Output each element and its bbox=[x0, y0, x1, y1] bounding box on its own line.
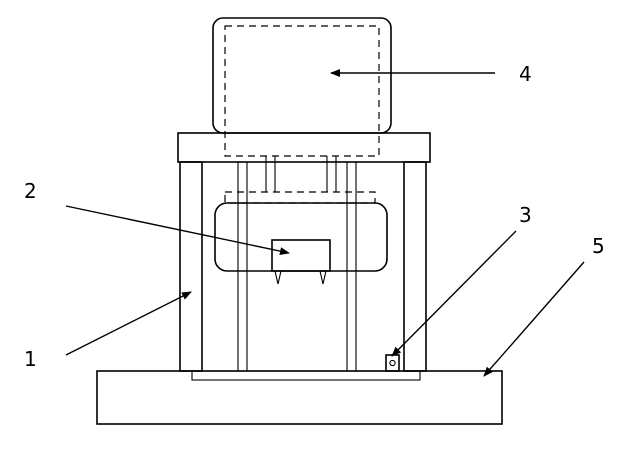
sensor bbox=[385, 354, 400, 372]
piston-rods bbox=[265, 156, 337, 192]
actuator-cylinder bbox=[212, 17, 392, 157]
cutter-block bbox=[271, 239, 331, 285]
base-plate bbox=[96, 370, 503, 425]
leader-5 bbox=[483, 261, 585, 377]
leader-lines bbox=[65, 69, 585, 377]
leader-2 bbox=[65, 205, 290, 256]
callout-2: 2 bbox=[24, 179, 37, 203]
top-plate bbox=[177, 132, 431, 163]
callout-labels: 1 2 3 4 5 bbox=[24, 62, 605, 371]
callout-5: 5 bbox=[592, 234, 605, 258]
callout-4: 4 bbox=[519, 62, 532, 86]
leader-1 bbox=[65, 291, 192, 356]
callout-1: 1 bbox=[24, 347, 37, 371]
moving-platen bbox=[214, 191, 388, 272]
callout-3: 3 bbox=[519, 203, 532, 227]
bottom-plate bbox=[191, 370, 421, 381]
leader-3 bbox=[391, 230, 517, 357]
guide-rods bbox=[237, 162, 357, 371]
